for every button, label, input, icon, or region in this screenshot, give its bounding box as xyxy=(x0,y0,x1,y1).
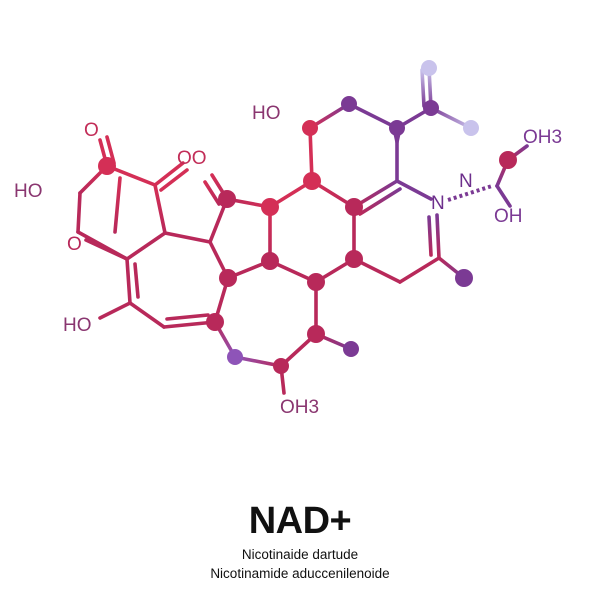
bond-line xyxy=(105,135,116,165)
label-ho-bottom: HO xyxy=(63,315,92,336)
atom-node xyxy=(345,198,363,216)
bond-line xyxy=(98,301,132,320)
atom-node xyxy=(463,120,479,136)
atom-node xyxy=(206,313,224,331)
atom-node xyxy=(219,269,237,287)
bond-line xyxy=(398,256,441,284)
bond-line xyxy=(153,161,185,187)
atom-node xyxy=(302,120,318,136)
bond-line xyxy=(395,179,433,201)
bond-line xyxy=(125,257,132,305)
molecule-subtitle-1: Nicotinaide dartude xyxy=(241,547,359,562)
atom-node xyxy=(343,341,359,357)
molecule-title: NAD+ xyxy=(248,500,352,542)
label-n-ring: N xyxy=(431,193,445,214)
bond-line xyxy=(358,187,402,216)
bond-line xyxy=(347,102,399,130)
bond-line xyxy=(128,301,166,329)
atom-node xyxy=(307,325,325,343)
bond-line xyxy=(113,176,122,234)
atom-node xyxy=(261,252,279,270)
atom-node xyxy=(98,157,116,175)
atom-node xyxy=(499,151,517,169)
bond-line xyxy=(159,168,189,192)
bond-line xyxy=(495,184,512,208)
atom-node xyxy=(341,96,357,112)
atom-node xyxy=(303,172,321,190)
label-ho-left: HO xyxy=(14,181,43,202)
bond-line xyxy=(427,215,433,257)
wedge-bond xyxy=(393,132,401,150)
label-n-side: N xyxy=(459,171,473,192)
atom-node xyxy=(345,250,363,268)
label-oh3-bottom: OH3 xyxy=(280,397,319,418)
atom-node xyxy=(273,358,289,374)
bond-line xyxy=(133,262,140,299)
label-oo: OO xyxy=(177,148,207,169)
atoms xyxy=(98,60,517,374)
bond-line xyxy=(125,231,167,261)
label-o-top-left: O xyxy=(84,120,99,141)
bond-line xyxy=(76,230,129,261)
atom-node xyxy=(261,198,279,216)
atom-node xyxy=(307,273,325,291)
bond-line xyxy=(153,183,167,235)
atom-labels: HO O OO HO O HO OH3 N N OH3 OH xyxy=(14,103,562,418)
label-o-left: O xyxy=(67,234,82,255)
atom-node xyxy=(227,349,243,365)
bond-line xyxy=(165,313,210,321)
molecule-subtitle-2: Nicotinamide aduccenilenoide xyxy=(210,566,390,581)
label-oh-right: OH xyxy=(494,206,523,227)
bond-line xyxy=(76,191,82,234)
bond-line xyxy=(420,68,426,108)
label-oh3-right: OH3 xyxy=(523,127,562,148)
dashed-bond xyxy=(447,184,493,202)
atom-node xyxy=(421,60,437,76)
bond-line xyxy=(163,231,212,244)
atom-node xyxy=(423,100,439,116)
bonds xyxy=(76,66,529,395)
atom-node xyxy=(389,120,405,136)
label-ho-top: HO xyxy=(252,103,281,124)
atom-node xyxy=(455,269,473,287)
bond-line xyxy=(435,213,441,260)
atom-node xyxy=(218,190,236,208)
bond-line xyxy=(203,180,221,206)
